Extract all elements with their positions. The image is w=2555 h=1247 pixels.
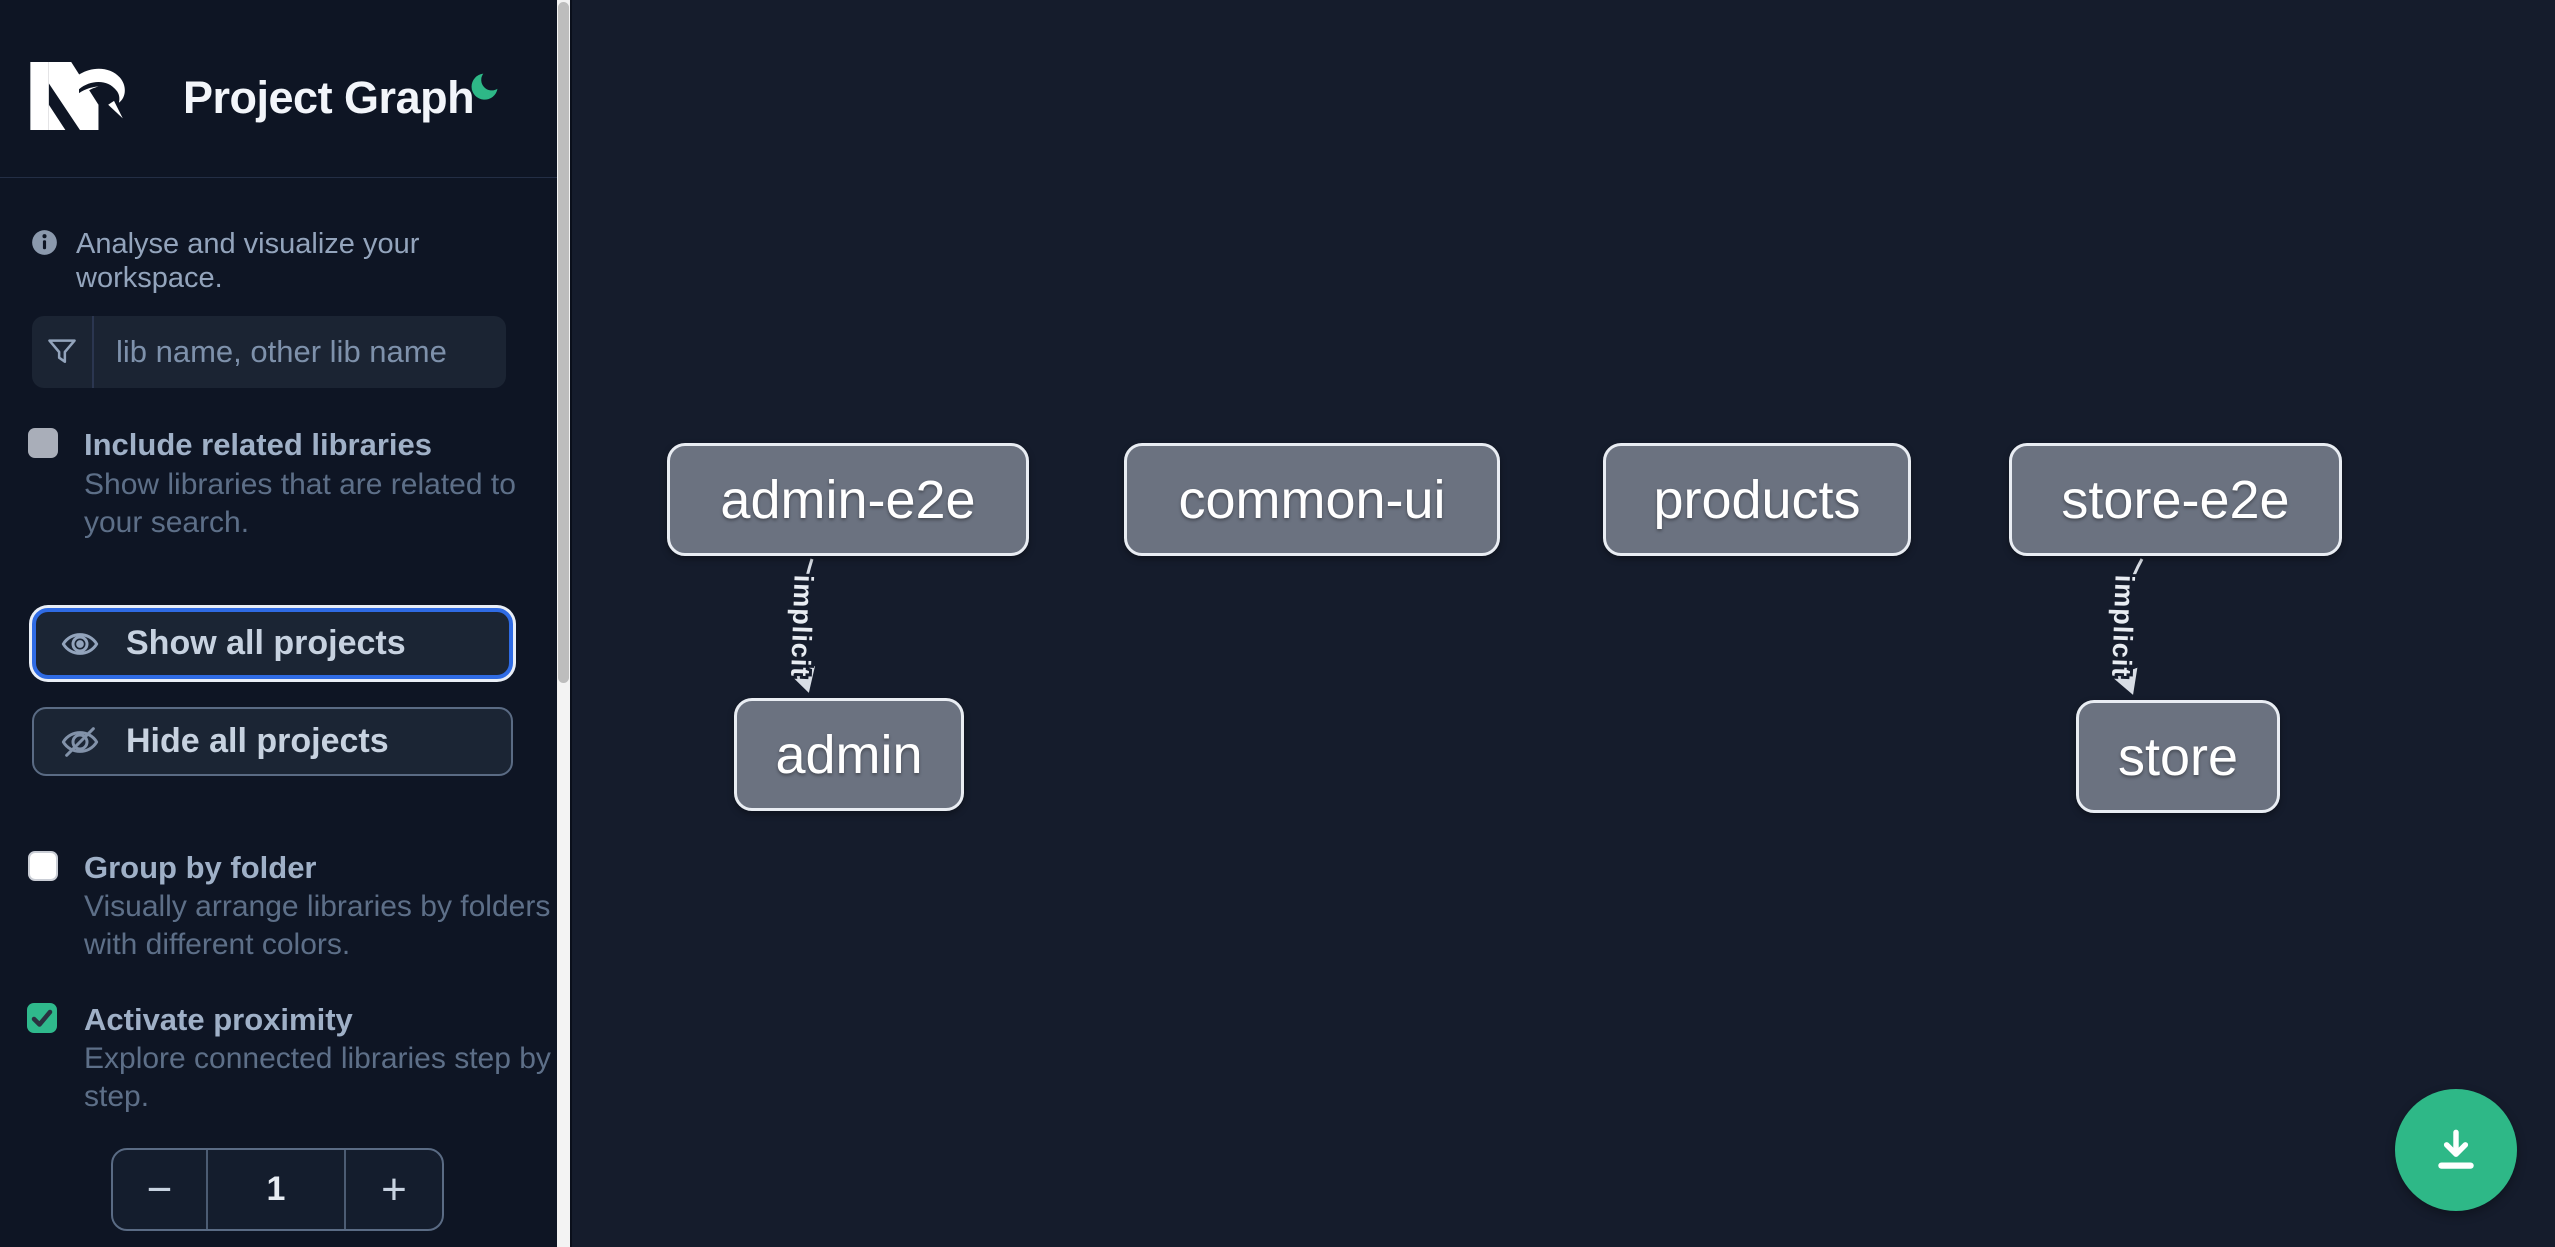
eye-icon xyxy=(61,632,99,655)
hide-all-projects-label: Hide all projects xyxy=(126,722,389,760)
proximity-value: 1 xyxy=(206,1150,346,1229)
nx-logo xyxy=(30,61,125,131)
filter-input[interactable] xyxy=(94,316,506,388)
show-all-projects-button[interactable]: Show all projects xyxy=(32,608,513,679)
group-by-folder-description: Visually arrange libraries by folders wi… xyxy=(84,890,551,961)
sidebar-scrollbar-track xyxy=(557,0,570,1247)
tagline-text: Analyse and visualize your workspace. xyxy=(76,228,420,294)
check-icon xyxy=(31,1009,53,1027)
graph-edges: implicit implicit xyxy=(782,558,2144,695)
eye-off-icon xyxy=(61,726,99,757)
filter-box xyxy=(32,316,506,388)
sidebar-scrollbar-thumb[interactable] xyxy=(558,2,569,683)
download-image-button[interactable] xyxy=(2395,1089,2517,1211)
node-admin-e2e[interactable]: admin-e2e xyxy=(667,443,1029,556)
filter-icon-cell xyxy=(32,316,94,388)
node-store-e2e[interactable]: store-e2e xyxy=(2009,443,2342,556)
group-by-folder-label: Group by folder xyxy=(84,850,317,885)
include-related-description: Show libraries that are related to your … xyxy=(84,468,516,539)
edge-store-e2e-store xyxy=(2112,558,2144,695)
edge-admin-e2e-admin xyxy=(789,558,816,693)
sidebar-header: Project Graph xyxy=(0,0,557,178)
hide-all-projects-button[interactable]: Hide all projects xyxy=(32,707,513,776)
proximity-decrement-button[interactable]: − xyxy=(146,1164,173,1214)
activate-proximity-description: Explore connected libraries step by step… xyxy=(84,1042,551,1113)
node-common-ui[interactable]: common-ui xyxy=(1124,443,1500,556)
sidebar: Project Graph Analyse and visualize your… xyxy=(0,0,570,1247)
node-admin[interactable]: admin xyxy=(734,698,964,811)
node-products[interactable]: products xyxy=(1603,443,1911,556)
edge-label-implicit: implicit xyxy=(785,574,819,678)
show-all-projects-label: Show all projects xyxy=(126,624,406,662)
page-title: Project Graph xyxy=(183,72,475,123)
proximity-stepper: − 1 + xyxy=(111,1148,444,1231)
info-icon xyxy=(32,230,57,255)
group-by-folder-checkbox[interactable] xyxy=(28,851,58,881)
funnel-icon xyxy=(48,339,76,363)
include-related-label: Include related libraries xyxy=(84,427,433,462)
activate-proximity-checkbox[interactable] xyxy=(27,1003,57,1033)
edge-label-implicit: implicit xyxy=(2106,574,2140,678)
moon-icon[interactable] xyxy=(468,70,502,104)
proximity-increment-button[interactable]: + xyxy=(381,1164,407,1214)
include-related-checkbox[interactable] xyxy=(28,428,58,458)
download-icon xyxy=(2438,1129,2474,1169)
node-store[interactable]: store xyxy=(2076,700,2280,813)
activate-proximity-label: Activate proximity xyxy=(84,1002,353,1037)
graph-canvas[interactable]: implicit implicit admin-e2e common-ui pr… xyxy=(570,0,2555,1247)
